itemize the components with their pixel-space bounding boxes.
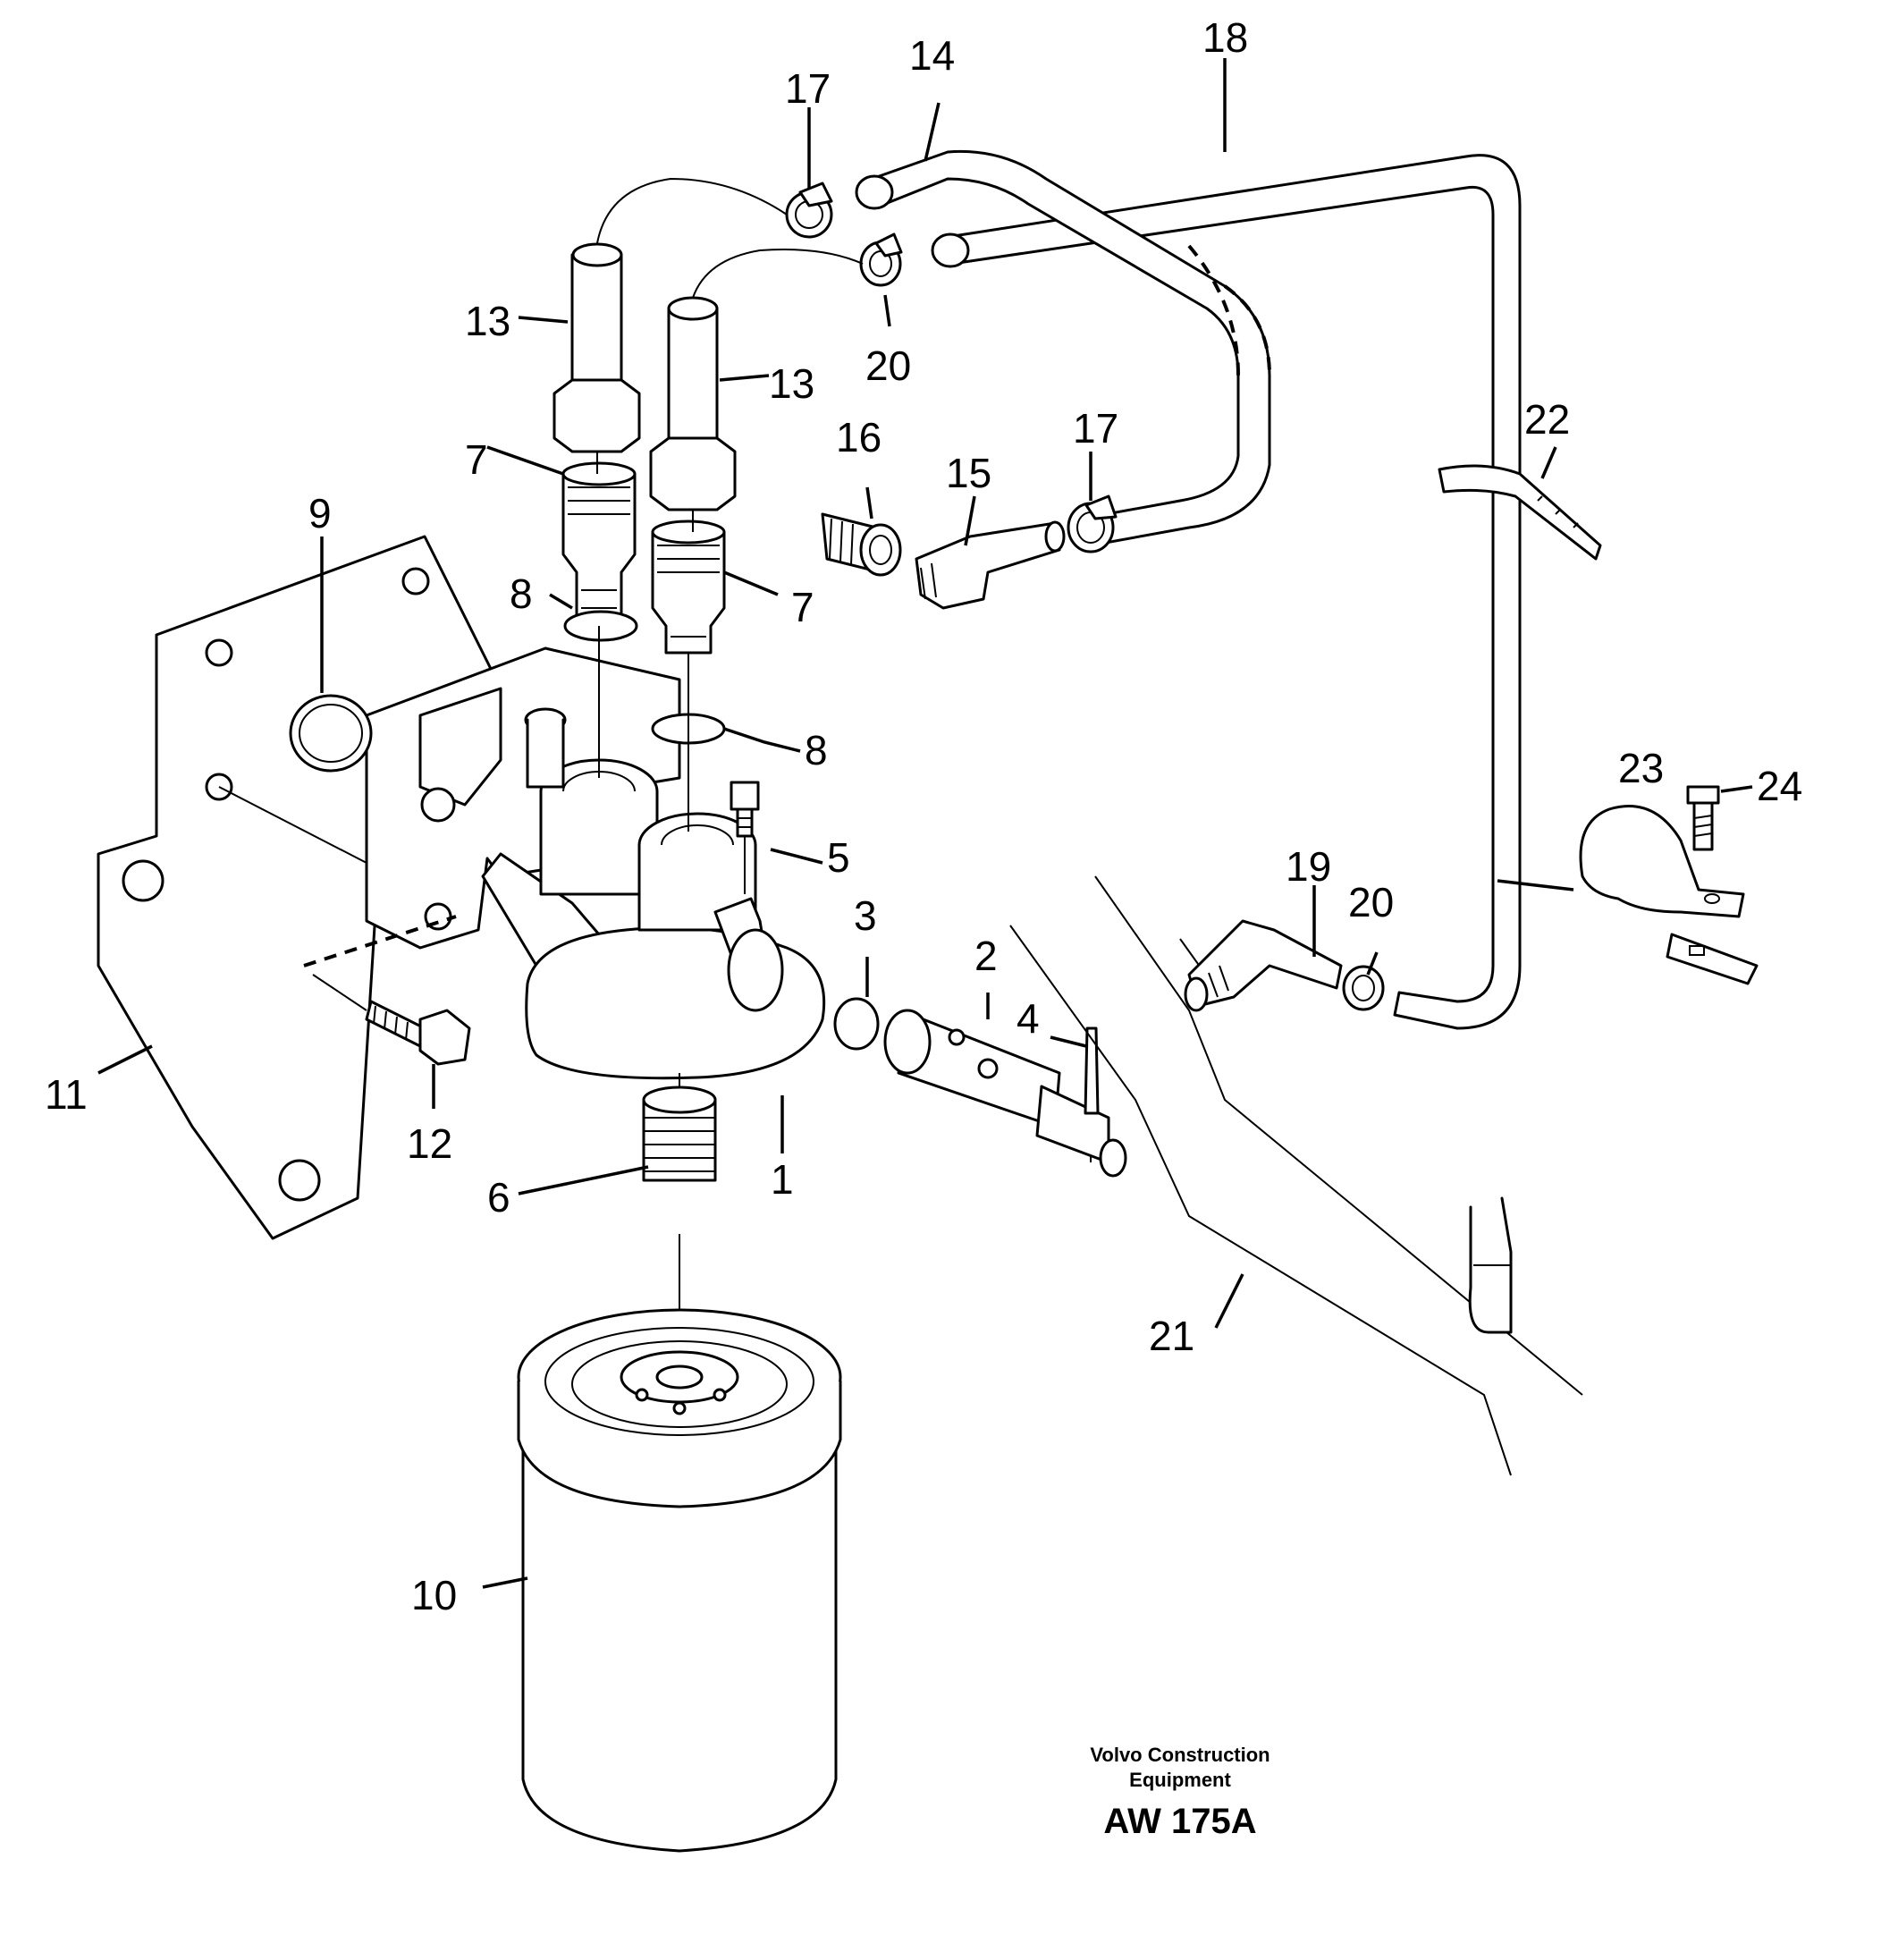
callout-3: 3 [854,892,877,939]
hose-clamp-20-top [859,232,903,287]
callout-20-top: 20 [865,342,911,389]
hose-clamp-17-lower [1067,494,1118,553]
p-clamp-23 [1579,805,1759,985]
callout-8-left: 8 [510,570,533,617]
union-16 [821,512,902,577]
callout-19: 19 [1286,843,1331,890]
engine-block-21 [1009,875,1583,1476]
cable-tie-22 [1438,464,1602,561]
mounting-bracket-11 [97,535,493,1240]
credit-line-2: Equipment [1129,1769,1231,1791]
callout-6: 6 [487,1174,510,1221]
drawing-credit: Volvo Construction Equipment AW 175A [1090,1744,1270,1841]
callout-8-right: 8 [805,727,828,773]
seal-ring-9 [289,694,373,773]
callout-11: 11 [45,1071,88,1118]
callout-7-left: 7 [465,436,488,483]
callout-7-right: 7 [791,584,814,630]
credit-line-1: Volvo Construction [1090,1744,1270,1766]
callout-13-right: 13 [769,360,814,407]
drawing-code: AW 175A [1103,1802,1256,1841]
hose-clamp-17-top [785,182,833,239]
hose-nipple-13-left [553,242,641,453]
return-line-18 [931,154,1522,1030]
hose-clamp-20-lower [1342,965,1385,1011]
callout-14: 14 [909,32,955,79]
bolt-24 [1686,785,1720,851]
pin-4 [1084,1026,1100,1115]
adapter-7-left [561,461,637,628]
callouts: 1 2 3 4 5 6 7 7 8 8 9 10 11 12 13 13 14 … [45,14,1802,1618]
valve-sleeve-2 [883,1009,1127,1178]
callout-5: 5 [827,834,850,881]
adapter-7-right [651,520,726,655]
callout-18: 18 [1202,14,1248,61]
callout-10: 10 [411,1572,457,1618]
oil-filter-10 [517,1308,842,1853]
callout-17-top: 17 [785,65,831,112]
callout-1: 1 [771,1156,794,1203]
callout-20-lower: 20 [1348,879,1394,925]
callout-21: 21 [1149,1313,1194,1359]
seal-ring-3 [833,997,880,1051]
filter-head-1 [365,646,826,1080]
routing-lines [596,177,864,299]
callout-12: 12 [407,1120,452,1167]
hose-14 [855,149,1271,547]
callout-4: 4 [1016,995,1040,1042]
callout-24: 24 [1757,763,1802,809]
hose-nipple-13-right [649,296,737,511]
elbow-15 [915,520,1066,610]
leader-lines [97,58,1753,1589]
callout-22: 22 [1524,396,1570,443]
callout-2: 2 [974,933,998,979]
callout-17-lower: 17 [1073,405,1118,452]
elbow-fitting-19 [1184,919,1343,1012]
callout-23: 23 [1618,745,1664,791]
threaded-nipple-6 [642,1086,717,1182]
callout-16: 16 [836,414,882,460]
callout-13-left: 13 [465,298,510,344]
screw-5 [730,781,760,894]
callout-15: 15 [946,450,991,496]
bolt-12 [303,915,471,1066]
o-ring-8-left [563,610,638,642]
callout-9: 9 [308,490,332,536]
